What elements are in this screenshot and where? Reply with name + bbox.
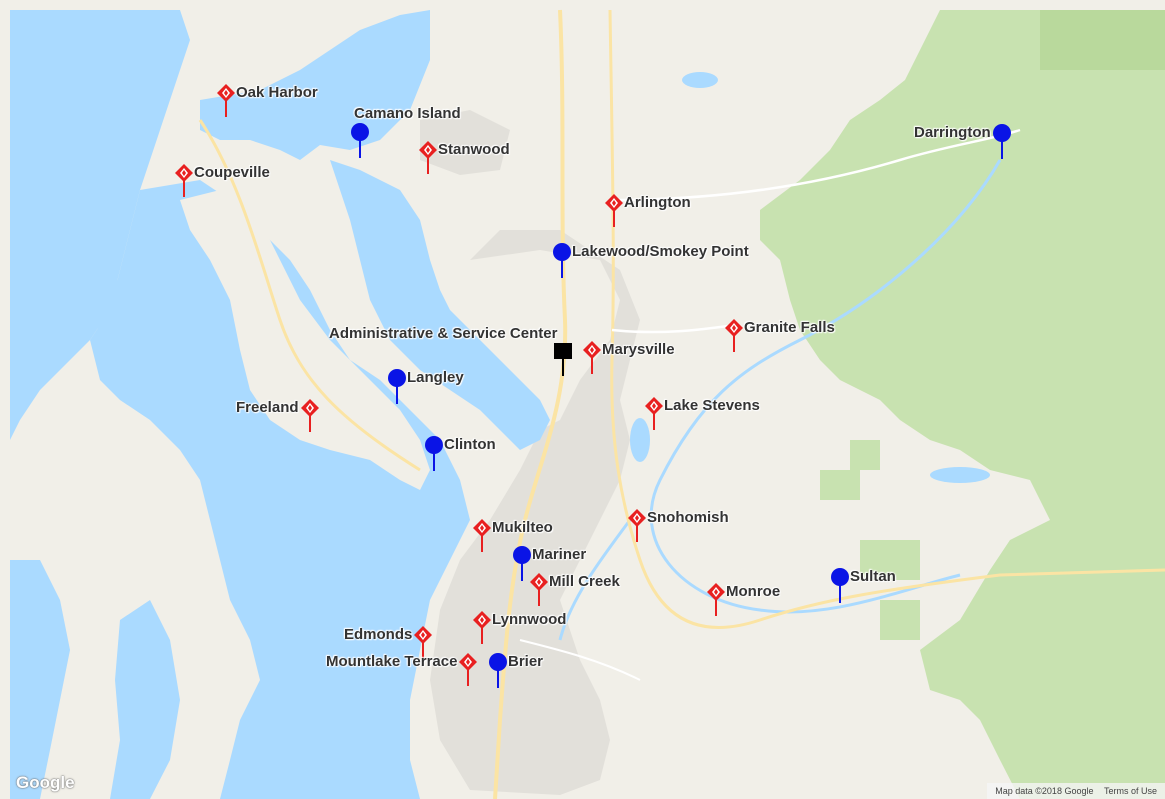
water-body bbox=[330, 160, 550, 450]
urban-area bbox=[430, 230, 640, 795]
map-data-credit: Map data ©2018 Google bbox=[995, 786, 1094, 796]
marker-label: Brier bbox=[508, 653, 544, 670]
marker-label: Edmonds bbox=[344, 626, 413, 643]
terms-of-use-link[interactable]: Terms of Use bbox=[1103, 786, 1157, 796]
marker-label: Marysville bbox=[602, 341, 675, 358]
highway bbox=[611, 323, 736, 334]
river bbox=[649, 159, 1002, 614]
marker-label: Mill Creek bbox=[549, 573, 620, 590]
marker-label: Mukilteo bbox=[492, 519, 553, 536]
marker-label: Snohomish bbox=[647, 509, 729, 526]
marker-label: Coupeville bbox=[194, 164, 270, 181]
lake bbox=[930, 467, 990, 483]
water-body bbox=[110, 600, 180, 799]
island bbox=[300, 165, 370, 320]
marker-label: Lynnwood bbox=[492, 611, 567, 628]
forest-patch bbox=[1040, 10, 1165, 70]
google-logo: Google bbox=[16, 773, 75, 792]
highway bbox=[609, 128, 1021, 202]
marker-label: Stanwood bbox=[438, 141, 510, 158]
marker-label: Lake Stevens bbox=[664, 397, 760, 414]
marker-label: Administrative & Service Center bbox=[329, 325, 558, 342]
marker-label: Oak Harbor bbox=[236, 84, 318, 101]
forest-patch bbox=[860, 540, 920, 580]
water-body bbox=[90, 180, 470, 799]
lake bbox=[682, 72, 718, 88]
marker-label: Lakewood/Smokey Point bbox=[572, 243, 749, 260]
urban-area bbox=[420, 110, 510, 175]
water-body bbox=[10, 560, 70, 799]
map-attribution: Map data ©2018 Google Terms of Use bbox=[987, 783, 1165, 799]
water-body bbox=[200, 10, 430, 160]
marker-label: Monroe bbox=[726, 583, 781, 600]
island bbox=[180, 190, 430, 490]
marker-label: Clinton bbox=[444, 436, 496, 453]
marker-label: Mountlake Terrace bbox=[326, 653, 458, 670]
lake bbox=[630, 418, 650, 462]
marker-label: Langley bbox=[407, 369, 464, 386]
highway bbox=[198, 119, 421, 472]
water-body bbox=[10, 10, 190, 440]
highway bbox=[519, 639, 641, 681]
marker-label: Sultan bbox=[850, 568, 896, 585]
marker-label: Freeland bbox=[236, 399, 299, 416]
marker-label: Mariner bbox=[532, 546, 587, 563]
forest-patch bbox=[850, 440, 880, 470]
highway bbox=[493, 9, 568, 799]
forest-area bbox=[760, 10, 1165, 799]
forest-patch bbox=[880, 600, 920, 640]
water-body bbox=[55, 280, 120, 340]
marker-label: Arlington bbox=[624, 194, 691, 211]
marker-label: Camano Island bbox=[354, 105, 461, 122]
forest-patch bbox=[820, 470, 860, 500]
river bbox=[558, 519, 632, 641]
marker-label: Granite Falls bbox=[744, 319, 835, 336]
marker-label: Darrington bbox=[914, 124, 991, 141]
